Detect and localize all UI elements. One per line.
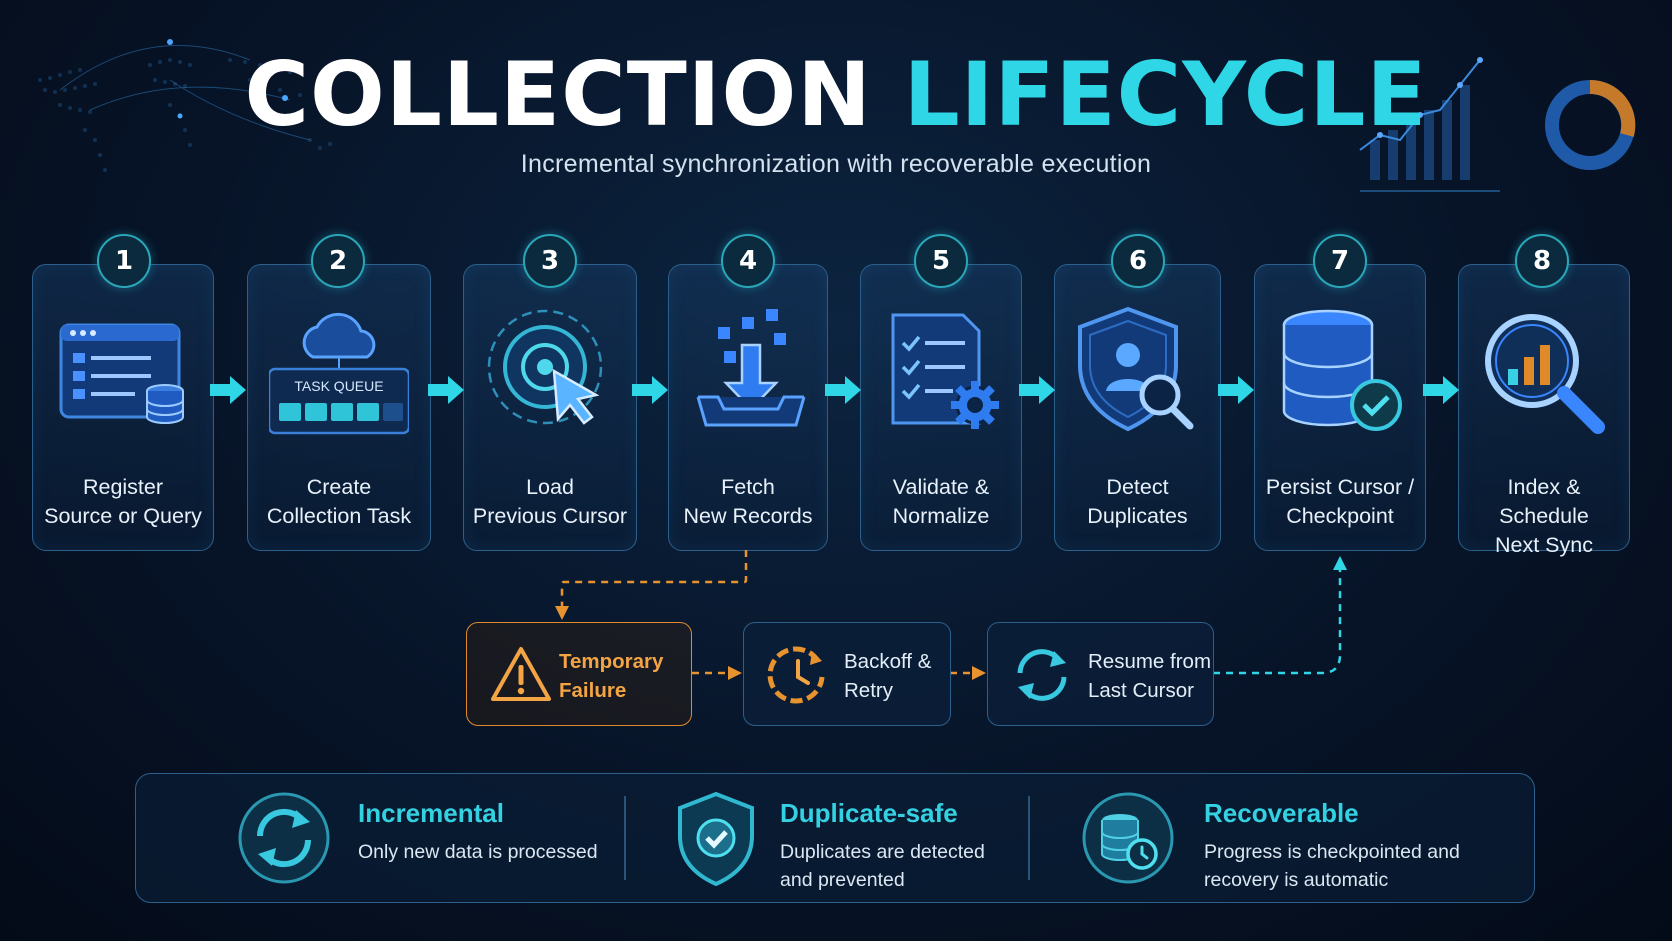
cloud-task-queue-icon: TASK QUEUE <box>269 312 409 435</box>
step-number-badge: 2 <box>311 234 365 288</box>
title-word-collection: COLLECTION <box>244 43 872 146</box>
divider <box>624 796 626 880</box>
feature-title: Duplicate-safe <box>780 798 958 828</box>
step-number-badge: 6 <box>1111 234 1165 288</box>
flow-arrow-right-icon <box>1423 376 1459 404</box>
flow-arrow-right-icon <box>210 376 246 404</box>
step-label: Persist Cursor /Checkpoint <box>1265 475 1415 528</box>
retry-clock-icon <box>767 646 825 704</box>
step-number-badge: 4 <box>721 234 775 288</box>
step-card-5: Validate &Normalize <box>860 264 1022 551</box>
flow-arrow-right-icon <box>428 376 464 404</box>
step-number-badge: 5 <box>914 234 968 288</box>
warning-triangle-icon <box>491 647 551 701</box>
step-card-7: Persist Cursor /Checkpoint <box>1254 264 1426 551</box>
step-number-badge: 1 <box>97 234 151 288</box>
browser-window-database-icon <box>59 323 184 424</box>
database-check-icon <box>1282 309 1402 431</box>
feature-incremental: Incremental Only new data is processed <box>236 774 616 902</box>
task-queue-text: TASK QUEUE <box>294 378 383 394</box>
flow-arrow-right-icon <box>632 376 668 404</box>
target-cursor-icon <box>487 309 603 425</box>
step-number-badge: 7 <box>1313 234 1367 288</box>
flow-arrow-right-icon <box>1019 376 1055 404</box>
title-word-lifecycle: LIFECYCLE <box>903 43 1428 146</box>
feature-description: Only new data is processed <box>358 841 598 863</box>
page-title: COLLECTION LIFECYCLE <box>0 40 1672 150</box>
flow-arrow-right-icon <box>825 376 861 404</box>
feature-title: Incremental <box>358 798 504 828</box>
refresh-arrows-icon <box>1017 649 1067 701</box>
feature-title: Recoverable <box>1204 798 1359 828</box>
recovery-step-label: Backoff &Retry <box>844 650 932 702</box>
feature-recoverable: Recoverable Progress is checkpointed and… <box>1080 774 1520 902</box>
database-clock-icon <box>1082 792 1174 884</box>
step-number-badge: 3 <box>523 234 577 288</box>
checklist-gear-icon <box>891 313 999 429</box>
divider <box>1028 796 1030 880</box>
features-panel: Incremental Only new data is processed D… <box>135 773 1535 903</box>
download-tray-icon <box>696 309 806 427</box>
step-label: Validate &Normalize <box>892 475 990 528</box>
step-number-badge: 8 <box>1515 234 1569 288</box>
shield-user-search-icon <box>1077 306 1193 432</box>
recovery-step-backoff-retry: Backoff &Retry <box>743 622 951 726</box>
sync-arrows-icon <box>238 792 330 884</box>
flow-arrow-right-icon <box>1218 376 1254 404</box>
page-subtitle: Incremental synchronization with recover… <box>520 150 1152 178</box>
shield-check-icon <box>678 791 754 886</box>
magnifier-chart-icon <box>1485 314 1605 434</box>
